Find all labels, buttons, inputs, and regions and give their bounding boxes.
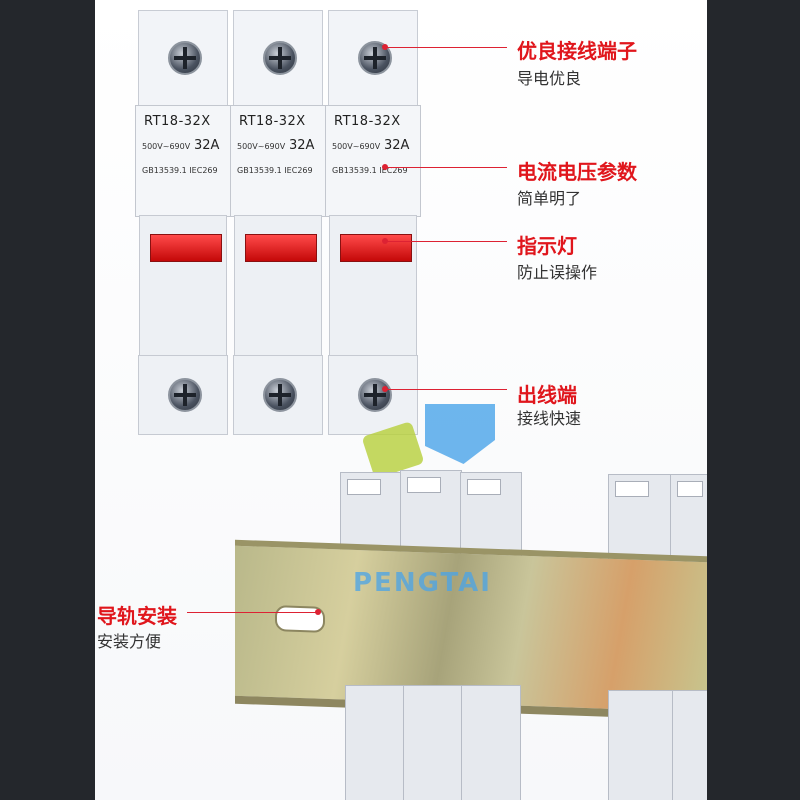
- standard-text: GB13539.1 IEC269: [237, 166, 313, 175]
- callout-subtitle: 接线快速: [517, 409, 582, 428]
- screw-icon: [263, 378, 297, 412]
- rail-fuse-module: [672, 690, 707, 800]
- screw-icon: [168, 378, 202, 412]
- indicator-light-icon: [245, 234, 317, 262]
- fuse-module-2: RT18-32X 500V~690V 32A GB13539.1 IEC269: [230, 10, 326, 435]
- voltage-text: 500V~690V: [142, 142, 191, 151]
- callout-leader: [385, 47, 507, 48]
- callout-subtitle: 安装方便: [97, 632, 162, 651]
- callout-title: 导轨安装: [97, 604, 177, 628]
- left-dark-border: [0, 0, 95, 800]
- callout-title: 指示灯: [517, 234, 577, 258]
- rail-fuse-module: [461, 685, 521, 800]
- callout-title: 出线端: [517, 383, 577, 407]
- standard-text: GB13539.1 IEC269: [142, 166, 218, 175]
- callout-subtitle: 简单明了: [517, 189, 582, 208]
- callout-dot: [315, 609, 321, 615]
- screw-icon: [263, 41, 297, 75]
- spec-label: RT18-32X 500V~690V 32A GB13539.1 IEC269: [230, 105, 326, 217]
- callout-subtitle: 防止误操作: [517, 263, 598, 282]
- fuse-module-1: RT18-32X 500V~690V 32A GB13539.1 IEC269: [135, 10, 231, 435]
- logo-blue-shape: [425, 404, 495, 464]
- callout-subtitle: 导电优良: [517, 69, 582, 88]
- brand-watermark: PENGTAI: [353, 568, 492, 598]
- callout-leader: [385, 389, 507, 390]
- indicator-light-icon: [340, 234, 412, 262]
- spec-label: RT18-32X 500V~690V 32A GB13539.1 IEC269: [135, 105, 231, 217]
- product-image: RT18-32X 500V~690V 32A GB13539.1 IEC269 …: [95, 0, 707, 800]
- model-text: RT18-32X: [144, 114, 211, 129]
- model-text: RT18-32X: [334, 114, 401, 129]
- right-dark-border: [707, 0, 800, 800]
- current-text: 32A: [289, 138, 315, 153]
- fuse-module-3: RT18-32X 500V~690V 32A GB13539.1 IEC269: [325, 10, 421, 435]
- voltage-text: 500V~690V: [332, 142, 381, 151]
- screw-icon: [358, 378, 392, 412]
- rail-fuse-module: [608, 690, 674, 800]
- callout-leader: [385, 167, 507, 168]
- callout-title: 电流电压参数: [517, 160, 637, 184]
- callout-leader: [187, 612, 317, 613]
- voltage-text: 500V~690V: [237, 142, 286, 151]
- current-text: 32A: [194, 138, 220, 153]
- rail-fuse-module: [345, 685, 405, 800]
- fuse-holder-assembly: RT18-32X 500V~690V 32A GB13539.1 IEC269 …: [135, 10, 425, 440]
- model-text: RT18-32X: [239, 114, 306, 129]
- callout-leader: [385, 241, 507, 242]
- current-text: 32A: [384, 138, 410, 153]
- standard-text: GB13539.1 IEC269: [332, 166, 408, 175]
- spec-label: RT18-32X 500V~690V 32A GB13539.1 IEC269: [325, 105, 421, 217]
- rail-fuse-module: [403, 685, 463, 800]
- callout-title: 优良接线端子: [517, 39, 637, 63]
- indicator-light-icon: [150, 234, 222, 262]
- screw-icon: [168, 41, 202, 75]
